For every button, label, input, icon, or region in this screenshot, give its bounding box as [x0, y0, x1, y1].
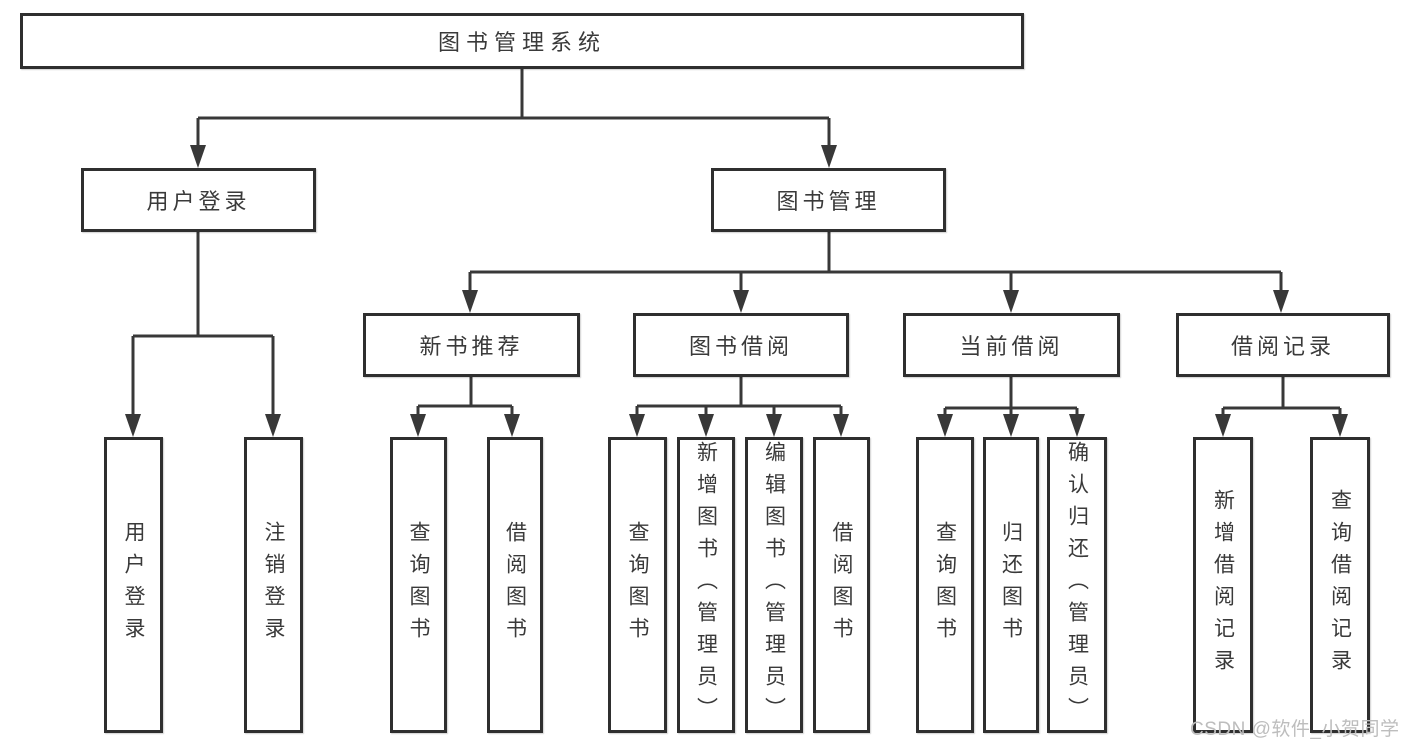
leaf-bb-query-books: 查询图书 — [608, 437, 667, 733]
arrow-icon — [1003, 414, 1019, 437]
leaf-label: 查询图书 — [933, 521, 957, 649]
leaf-user-login: 用户登录 — [104, 437, 163, 733]
arrow-icon — [1273, 290, 1289, 313]
leaf-bb-add-book-admin: 新增图书（管理员） — [677, 437, 735, 733]
node-book-borrow-label: 图书借阅 — [688, 334, 793, 359]
leaf-label: 归还图书 — [999, 521, 1023, 649]
leaf-logout: 注销登录 — [244, 437, 303, 733]
node-book-borrow: 图书借阅 — [633, 313, 849, 377]
leaf-nb-borrow-books: 借阅图书 — [487, 437, 543, 733]
leaf-nb-query-books: 查询图书 — [390, 437, 447, 733]
arrow-icon — [265, 414, 281, 437]
arrow-icon — [462, 290, 478, 313]
node-current-borrow-label: 当前借阅 — [959, 334, 1064, 359]
connector-current-borrow-branch — [943, 377, 1079, 418]
node-book-management: 图书管理 — [711, 168, 946, 232]
leaf-br-query-record: 查询借阅记录 — [1310, 437, 1370, 733]
arrow-icon — [698, 414, 714, 437]
arrow-icon — [629, 414, 645, 437]
connector-borrow-records-branch — [1221, 377, 1342, 418]
leaf-bb-edit-book-admin: 编辑图书（管理员） — [745, 437, 803, 733]
leaf-label: 借阅图书 — [503, 521, 527, 649]
arrowheads — [125, 145, 1348, 437]
arrow-icon — [766, 414, 782, 437]
arrow-icon — [1215, 414, 1231, 437]
connector-book-mgmt-branch — [468, 232, 1283, 294]
leaf-label: 确认归还（管理员） — [1065, 441, 1089, 729]
arrow-icon — [1003, 290, 1019, 313]
node-current-borrow: 当前借阅 — [903, 313, 1120, 377]
leaf-cb-query-books: 查询图书 — [916, 437, 974, 733]
arrow-icon — [504, 414, 520, 437]
node-borrow-records-label: 借阅记录 — [1230, 334, 1335, 359]
watermark: CSDN @软件_小贺同学 — [1190, 719, 1400, 740]
leaf-label: 新增借阅记录 — [1211, 489, 1235, 681]
arrow-icon — [1069, 414, 1085, 437]
node-new-book-recommend: 新书推荐 — [363, 313, 580, 377]
leaf-br-add-record: 新增借阅记录 — [1193, 437, 1253, 733]
leaf-label: 用户登录 — [122, 521, 145, 649]
arrow-icon — [1332, 414, 1348, 437]
arrow-icon — [410, 414, 426, 437]
leaf-label: 查询借阅记录 — [1328, 489, 1352, 681]
leaf-bb-borrow-books: 借阅图书 — [813, 437, 870, 733]
node-root: 图书管理系统 — [20, 13, 1024, 69]
arrow-icon — [125, 414, 141, 437]
leaf-label: 编辑图书（管理员） — [762, 441, 786, 729]
connector-root-to-level2 — [196, 69, 831, 150]
arrow-icon — [821, 145, 837, 168]
arrow-icon — [833, 414, 849, 437]
leaf-cb-return-books: 归还图书 — [983, 437, 1039, 733]
arrow-icon — [733, 290, 749, 313]
node-user-login: 用户登录 — [81, 168, 316, 232]
node-root-label: 图书管理系统 — [437, 30, 606, 55]
connector-book-borrow-branch — [635, 377, 843, 418]
leaf-label: 查询图书 — [626, 521, 649, 649]
leaf-label: 注销登录 — [262, 521, 285, 649]
leaf-label: 借阅图书 — [830, 521, 853, 649]
leaf-cb-confirm-return-admin: 确认归还（管理员） — [1047, 437, 1107, 733]
node-book-management-label: 图书管理 — [776, 189, 881, 214]
node-borrow-records: 借阅记录 — [1176, 313, 1390, 377]
leaf-label: 查询图书 — [407, 521, 430, 649]
connector-new-books-branch — [416, 377, 514, 418]
node-new-book-recommend-label: 新书推荐 — [419, 334, 524, 359]
arrow-icon — [190, 145, 206, 168]
connector-user-login-branch — [131, 232, 275, 418]
node-user-login-label: 用户登录 — [146, 189, 251, 214]
leaf-label: 新增图书（管理员） — [694, 441, 718, 729]
arrow-icon — [937, 414, 953, 437]
